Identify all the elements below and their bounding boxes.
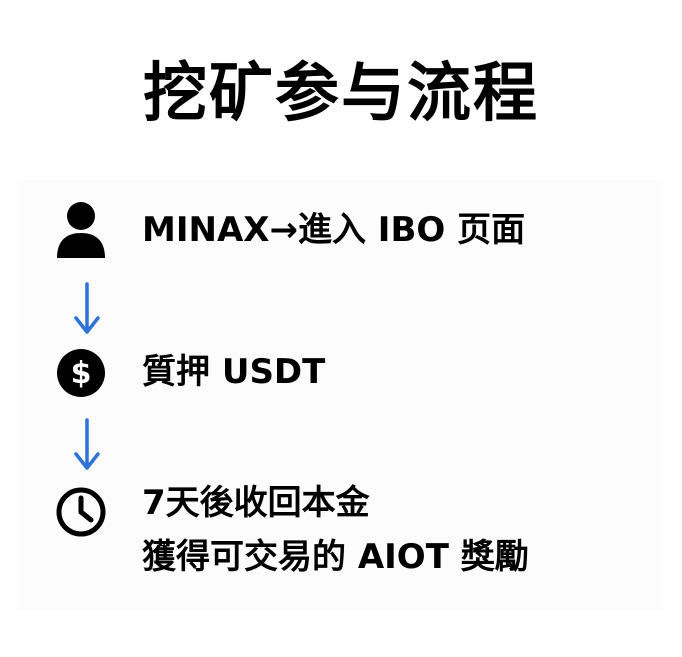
step-2-label: 質押 USDT — [142, 352, 326, 392]
page-title: 挖矿参与流程 — [143, 57, 539, 131]
down-arrow-icon — [73, 418, 101, 472]
step-3-line-2: 獲得可交易的 AIOT 獎勵 — [142, 537, 529, 577]
step-1-label: MINAX→進入 IBO 页面 — [142, 210, 526, 250]
svg-text:$: $ — [71, 356, 92, 391]
step-2: 質押 USDT — [142, 350, 325, 394]
clock-icon — [55, 486, 107, 538]
step-3-line-1: 7天後收回本金 — [142, 483, 370, 523]
dollar-coin-icon: $ — [56, 348, 106, 398]
user-icon — [55, 200, 107, 260]
step-1: MINAX→進入 IBO 页面 — [142, 208, 525, 252]
down-arrow-icon — [73, 282, 101, 336]
steps-panel — [18, 180, 662, 610]
title-panel — [18, 16, 662, 180]
